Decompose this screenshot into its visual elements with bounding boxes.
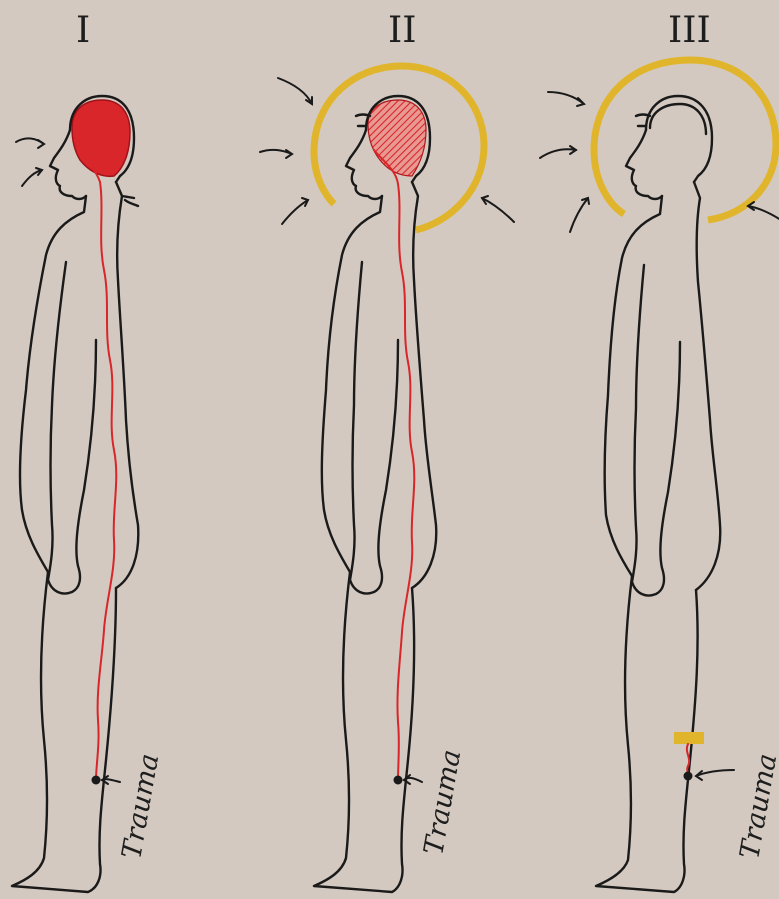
trauma-point-3 (684, 772, 693, 781)
trauma-label-3: Trauma (734, 751, 779, 861)
panel-1: I Trauma (12, 10, 165, 892)
nerve-path-1 (78, 150, 116, 780)
arrow-icon (282, 200, 308, 224)
halo-3 (594, 60, 776, 220)
arrow-head-icon (286, 150, 292, 158)
trauma-label-2: Trauma (418, 747, 467, 857)
arrow-head-icon (38, 140, 44, 148)
panel-3-numeral: III (668, 10, 711, 51)
panel-2: II Trauma (260, 10, 514, 892)
panel-3: III Trauma (540, 10, 779, 892)
trauma-label-1: Trauma (116, 751, 165, 861)
trauma-point-1 (92, 776, 101, 785)
arrow-icon (482, 198, 514, 222)
figure-2-outline (314, 96, 436, 892)
arrow-icon (570, 198, 588, 232)
panel-1-numeral: I (76, 10, 90, 51)
brain-hatched (368, 100, 426, 176)
nerve-block (674, 732, 704, 744)
halo-3-lower (594, 150, 624, 214)
nerve-path-2 (374, 150, 414, 780)
halo-2-lower (314, 152, 334, 204)
trauma-point-2 (394, 776, 403, 785)
figure-1-outline (12, 96, 138, 892)
brain-shaded (72, 100, 130, 176)
panel-2-numeral: II (388, 10, 416, 51)
